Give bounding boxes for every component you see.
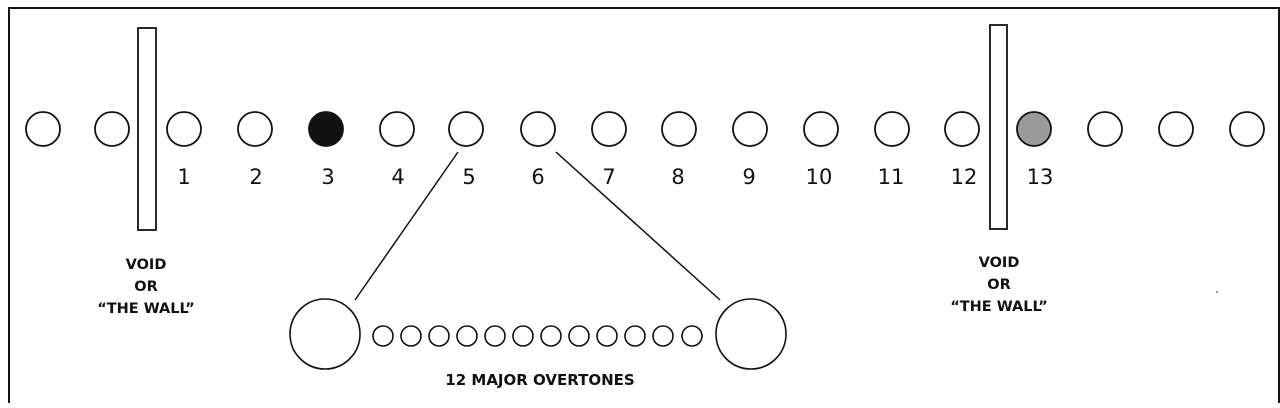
number-label-11: 11 — [878, 165, 905, 189]
overtone-circle-3 — [428, 325, 450, 347]
circle-4 — [379, 111, 415, 147]
number-label-7: 7 — [602, 165, 615, 189]
overtone-circle-8 — [568, 325, 590, 347]
number-label-9: 9 — [742, 165, 755, 189]
connector-line-right — [555, 151, 721, 301]
number-label-8: 8 — [671, 165, 684, 189]
post-circle-1 — [1087, 111, 1123, 147]
right-wall — [989, 24, 1008, 230]
number-label-6: 6 — [531, 165, 544, 189]
circle-6 — [520, 111, 556, 147]
speck-mark — [1216, 291, 1218, 293]
overtone-circle-7 — [540, 325, 562, 347]
circle-1 — [166, 111, 202, 147]
post-circle-2 — [1158, 111, 1194, 147]
left-wall-label-line-1: VOID — [126, 257, 167, 273]
number-label-1: 1 — [177, 165, 190, 189]
overtone-circle-9 — [596, 325, 618, 347]
circle-5 — [448, 111, 484, 147]
circle-7 — [591, 111, 627, 147]
overtone-circle-5 — [484, 325, 506, 347]
number-label-13: 13 — [1027, 165, 1054, 189]
circle-10 — [803, 111, 839, 147]
left-wall-label-line-3: “THE WALL” — [97, 301, 195, 317]
post-circle-3 — [1229, 111, 1265, 147]
number-label-4: 4 — [391, 165, 404, 189]
connector-line-left — [354, 151, 459, 301]
number-label-5: 5 — [462, 165, 475, 189]
pre-circle-1 — [25, 111, 61, 147]
frame — [8, 7, 1280, 405]
overtone-circle-4 — [456, 325, 478, 347]
circle-13-shaded — [1016, 111, 1052, 147]
overtones-caption: 12 MAJOR OVERTONES — [445, 371, 634, 389]
left-wall-label-line-2: OR — [134, 279, 158, 295]
overtone-circle-1 — [372, 325, 394, 347]
overtone-circle-11 — [652, 325, 674, 347]
circle-9 — [732, 111, 768, 147]
right-wall-label-line-3: “THE WALL” — [950, 299, 1048, 315]
number-label-3: 3 — [321, 165, 334, 189]
fundamental-circle-left — [289, 298, 361, 370]
right-wall-label-line-1: VOID — [979, 255, 1020, 271]
circle-11 — [874, 111, 910, 147]
circle-2 — [237, 111, 273, 147]
overtone-circle-2 — [400, 325, 422, 347]
number-label-10: 10 — [806, 165, 833, 189]
overtone-circle-10 — [624, 325, 646, 347]
pre-circle-2 — [94, 111, 130, 147]
overtone-circle-12 — [681, 325, 703, 347]
circle-8 — [661, 111, 697, 147]
number-label-12: 12 — [951, 165, 978, 189]
number-label-2: 2 — [249, 165, 262, 189]
circle-3-filled — [308, 111, 344, 147]
left-wall — [137, 27, 157, 231]
circle-12 — [944, 111, 980, 147]
fundamental-circle-right — [715, 298, 787, 370]
overtone-circle-6 — [512, 325, 534, 347]
right-wall-label-line-2: OR — [987, 277, 1011, 293]
